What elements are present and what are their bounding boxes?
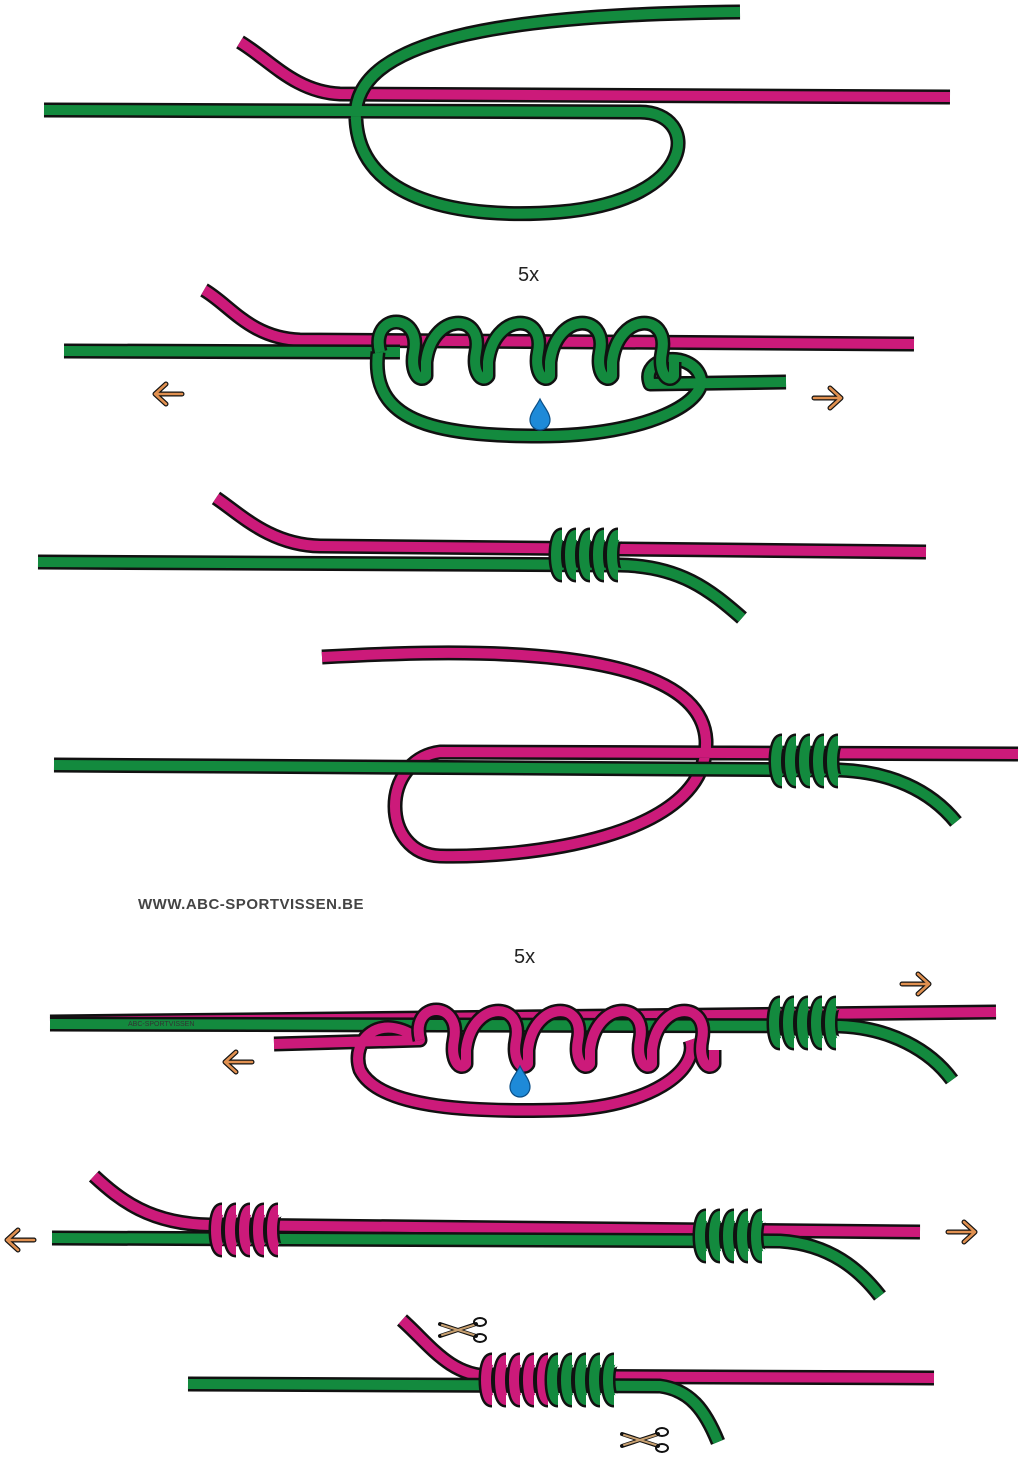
step7-green-coil bbox=[561, 1355, 575, 1405]
step6-pink-coil bbox=[225, 1205, 239, 1255]
step2-green-wraps bbox=[373, 317, 679, 384]
step3-green-coil bbox=[593, 530, 607, 580]
step6-pink-line bbox=[90, 1172, 921, 1237]
step5-pink-loop bbox=[273, 1022, 697, 1116]
step4-green-coil bbox=[827, 736, 841, 786]
step7-pink-coil bbox=[509, 1355, 523, 1405]
step2-green-loop bbox=[372, 351, 787, 441]
step5-green-coil bbox=[797, 998, 811, 1048]
step7-green-line-outline bbox=[187, 1376, 725, 1445]
step3-pink-line bbox=[213, 493, 927, 557]
arrow-right-icon bbox=[902, 974, 929, 994]
scissors-icon bbox=[620, 1426, 670, 1454]
step1-green-line bbox=[43, 7, 741, 219]
step5-green-coil bbox=[811, 998, 825, 1048]
step6-green-coil bbox=[695, 1211, 709, 1261]
step5-pink-wraps bbox=[413, 1005, 719, 1072]
scissors-icon bbox=[438, 1316, 488, 1344]
arrow-right-icon bbox=[814, 388, 841, 408]
step4-green-coil bbox=[771, 736, 785, 786]
turns-count-step-2: 5x bbox=[518, 264, 540, 286]
arrow-left-icon bbox=[225, 1052, 252, 1072]
arrow-left-icon bbox=[7, 1230, 34, 1250]
step6-pink-coil bbox=[267, 1205, 281, 1255]
step4-green-coil bbox=[799, 736, 813, 786]
step4-green-coil bbox=[813, 736, 827, 786]
step7-pink-coil bbox=[481, 1355, 495, 1405]
step6-pink-coil bbox=[211, 1205, 225, 1255]
step7-pink-coil bbox=[495, 1355, 509, 1405]
step1-pink-line-outline bbox=[236, 35, 951, 105]
step6-green-coil bbox=[751, 1211, 765, 1261]
step3-green-coil bbox=[579, 530, 593, 580]
step7-green-line bbox=[187, 1379, 723, 1444]
step3-green-coil bbox=[607, 530, 621, 580]
step7-green-coil bbox=[547, 1355, 561, 1405]
step5-green-coil bbox=[769, 998, 783, 1048]
step2-pink-line bbox=[201, 285, 915, 349]
step7-pink-coil bbox=[523, 1355, 537, 1405]
step6-green-line bbox=[51, 1233, 884, 1300]
step6-pink-coil bbox=[253, 1205, 267, 1255]
step3-green-line bbox=[37, 557, 746, 622]
step4-green-coil bbox=[785, 736, 799, 786]
step6-green-coil bbox=[737, 1211, 751, 1261]
step1-pink-line bbox=[237, 37, 951, 102]
arrow-left-icon bbox=[155, 384, 182, 404]
step3-green-coil bbox=[551, 530, 565, 580]
arrow-right-icon bbox=[948, 1222, 975, 1242]
step5-green-line bbox=[49, 1019, 957, 1084]
step7-green-coil bbox=[589, 1355, 603, 1405]
step3-green-coil bbox=[565, 530, 579, 580]
website-label: WWW.ABC-SPORTVISSEN.BE bbox=[138, 896, 365, 913]
step7-green-coil bbox=[603, 1355, 617, 1405]
step6-pink-coil bbox=[239, 1205, 253, 1255]
step2-green-main bbox=[63, 346, 401, 357]
step7-green-coil bbox=[575, 1355, 589, 1405]
step6-green-coil bbox=[723, 1211, 737, 1261]
step4-green-line bbox=[53, 760, 960, 826]
step6-green-coil bbox=[709, 1211, 723, 1261]
step4-pink-line bbox=[321, 647, 1019, 862]
step5-green-coil bbox=[825, 998, 839, 1048]
step5-green-coil bbox=[783, 998, 797, 1048]
step7-pink-coil bbox=[537, 1355, 551, 1405]
water-drop-icon bbox=[529, 398, 551, 431]
watermark-label: ABC-SPORTVISSEN bbox=[128, 1021, 195, 1028]
turns-count-step-5: 5x bbox=[514, 946, 536, 968]
